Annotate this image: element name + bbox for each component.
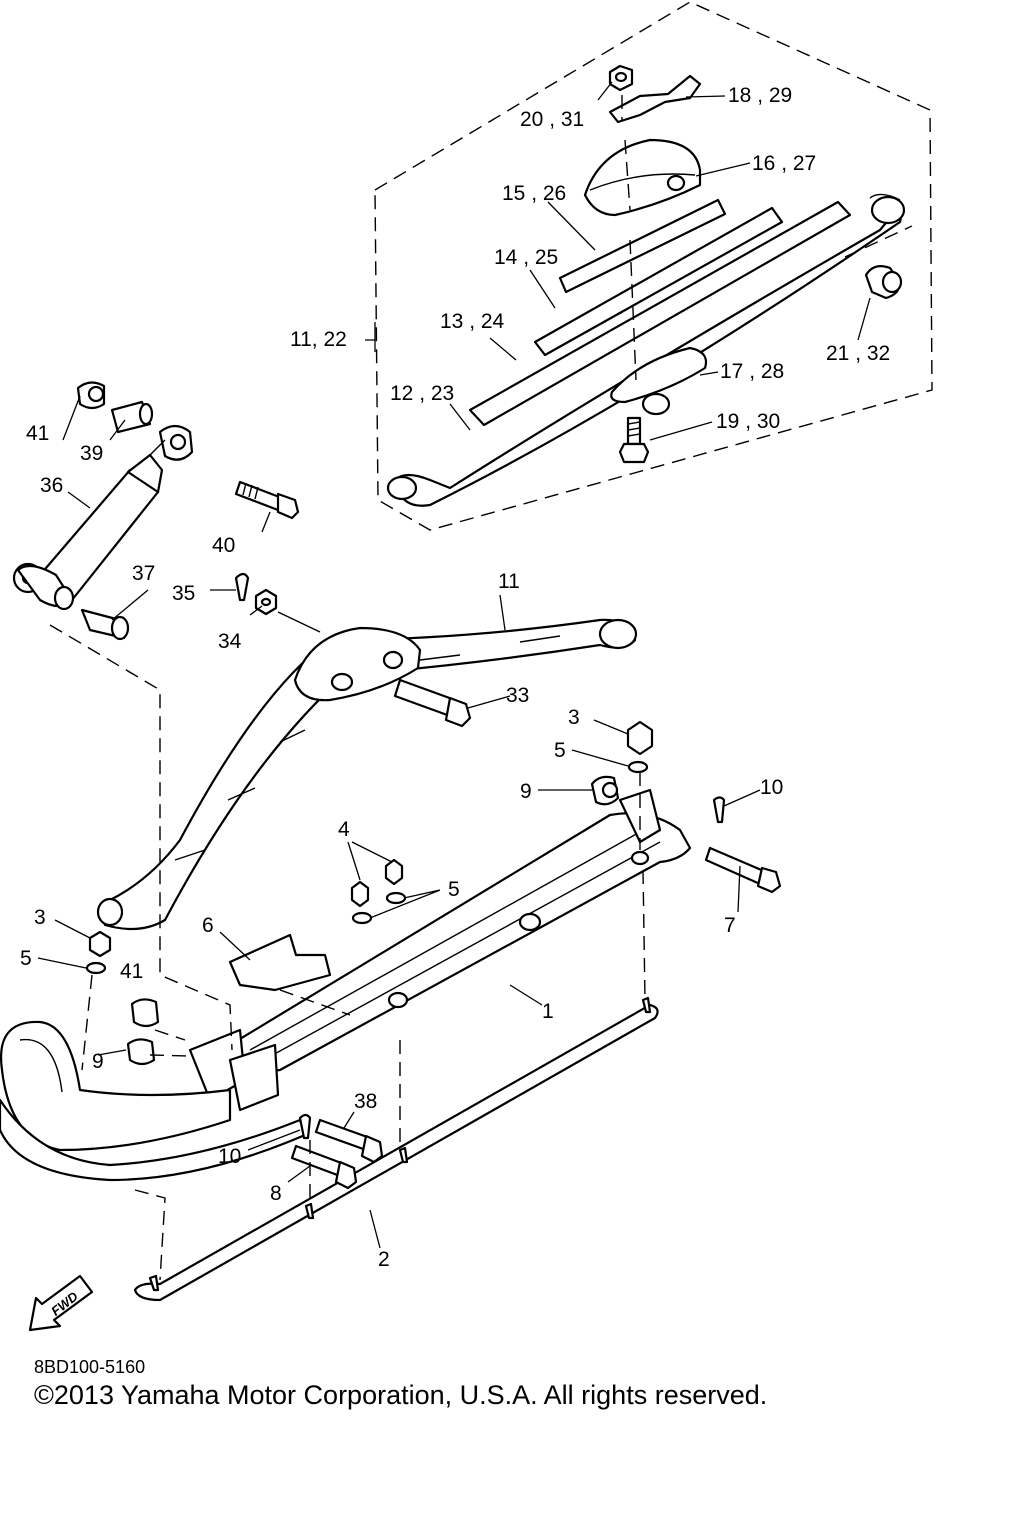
callout-10-lower: 10 xyxy=(218,1145,241,1168)
callout-3-right: 3 xyxy=(568,706,580,729)
callout-39: 39 xyxy=(80,442,103,465)
callout-3-left: 3 xyxy=(34,906,46,929)
callout-6: 6 xyxy=(202,914,214,937)
callout-17-28: 17 , 28 xyxy=(720,360,784,383)
callout-13-24: 13 , 24 xyxy=(440,310,505,333)
cotter-pin-35 xyxy=(234,572,250,602)
copyright-notice: ©2013 Yamaha Motor Corporation, U.S.A. A… xyxy=(34,1380,768,1410)
callout-12-23: 12 , 23 xyxy=(390,382,454,405)
callout-38: 38 xyxy=(354,1090,377,1113)
callout-1: 1 xyxy=(542,1000,554,1023)
shock-absorber xyxy=(12,381,194,641)
callout-40: 40 xyxy=(212,534,235,557)
ski-tip xyxy=(0,1020,307,1182)
ski-body xyxy=(188,788,692,1112)
callout-5-right: 5 xyxy=(554,739,566,762)
callout-14-25: 14 , 25 xyxy=(494,246,558,269)
callout-16-27: 16 , 27 xyxy=(752,152,816,175)
fwd-arrow-icon: FWD xyxy=(28,1274,94,1332)
bolt-33 xyxy=(393,678,472,728)
assembly-lines xyxy=(49,624,646,1281)
diagram-code: 8BD100-5160 xyxy=(34,1357,146,1377)
hardware xyxy=(85,720,782,1190)
callout-20-31: 20 , 31 xyxy=(520,108,584,131)
callout-5-center: 5 xyxy=(448,878,460,901)
callout-33: 33 xyxy=(506,684,529,707)
callout-4: 4 xyxy=(338,818,350,841)
assembled-leaf-spring xyxy=(96,618,638,931)
callout-15-26: 15 , 26 xyxy=(502,182,566,205)
callout-8: 8 xyxy=(270,1182,282,1205)
callout-37: 37 xyxy=(132,562,155,585)
callout-36: 36 xyxy=(40,474,63,497)
callout-2: 2 xyxy=(378,1248,390,1271)
callout-9-left: 9 xyxy=(92,1050,104,1073)
callout-41-upper: 41 xyxy=(26,422,49,445)
callout-9-right: 9 xyxy=(520,780,532,803)
bolt-40 xyxy=(234,480,300,520)
callout-34: 34 xyxy=(218,630,242,653)
callout-11: 11 xyxy=(498,570,520,593)
callout-41-lower: 41 xyxy=(120,960,143,983)
callout-21-32: 21 , 32 xyxy=(826,342,890,365)
callout-35: 35 xyxy=(172,582,195,605)
runner xyxy=(133,996,659,1302)
callout-7: 7 xyxy=(724,914,736,937)
leader-lines xyxy=(37,81,871,1249)
callout-18-29: 18 , 29 xyxy=(728,84,792,107)
callout-19-30: 19 , 30 xyxy=(716,410,780,433)
callout-10-right: 10 xyxy=(760,776,783,799)
callout-5-left: 5 xyxy=(20,947,32,970)
ski-assembly-diagram: FWD 1 2 3 3 4 5 5 5 6 7 8 9 9 10 10 11 1… xyxy=(0,1,933,1332)
callout-11-22: 11, 22 xyxy=(290,328,347,351)
bracket-6 xyxy=(228,933,332,992)
exploded-group-outline xyxy=(374,1,933,531)
callout-labels: 1 2 3 3 4 5 5 5 6 7 8 9 9 10 10 11 11, 2… xyxy=(20,84,890,1271)
exploded-leaf-spring xyxy=(386,64,913,507)
